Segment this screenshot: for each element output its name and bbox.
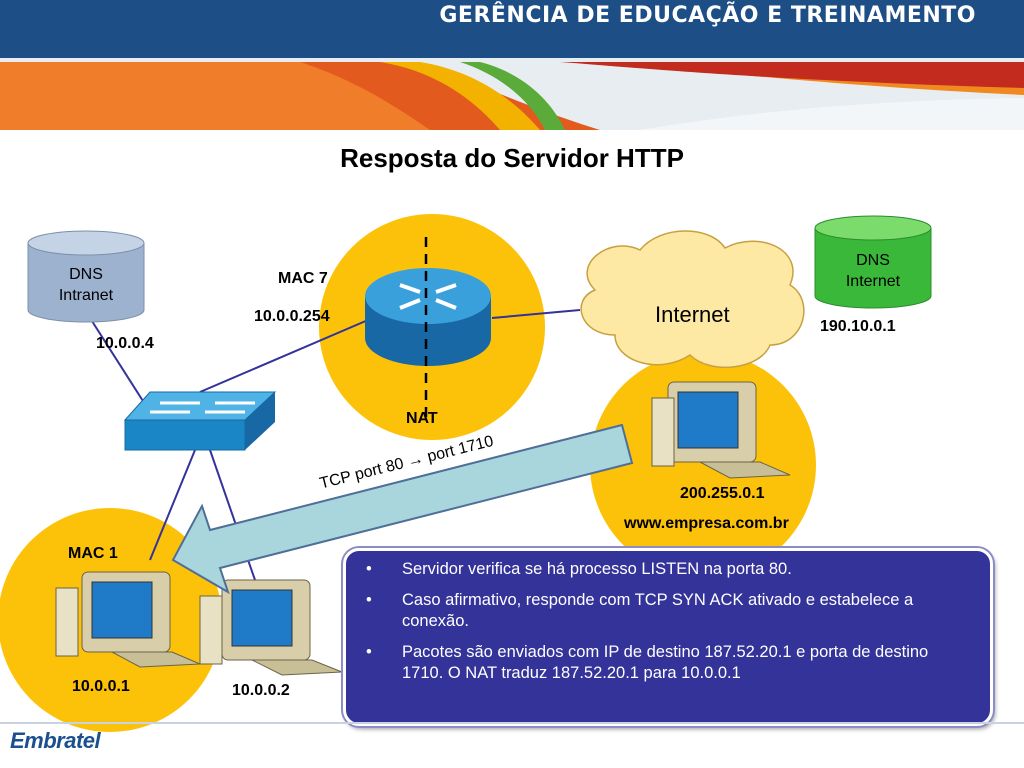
nat-label: NAT: [406, 410, 438, 427]
link-dns-switch: [89, 317, 151, 413]
server-domain-label: www.empresa.com.br: [624, 515, 789, 532]
slide-title: Resposta do Servidor HTTP: [340, 143, 684, 173]
footer-divider: [0, 722, 1024, 724]
link-switch-router: [199, 319, 369, 393]
server-zone: [590, 352, 816, 578]
pc2-computer-icon: [199, 579, 343, 676]
dns-internet-label: DNS Internet: [845, 252, 901, 290]
internet-cloud: [580, 230, 805, 368]
pc2-ip-label: 10.0.0.2: [232, 682, 290, 699]
link-router-internet: [491, 309, 581, 319]
pc1-computer-icon: [55, 571, 201, 668]
response-arrow: [171, 423, 634, 595]
info-bullet-1: Servidor verifica se há processo LISTEN …: [366, 559, 970, 580]
dns-internet-ip: 190.10.0.1: [820, 318, 896, 335]
dns-intranet-ip: 10.0.0.4: [96, 335, 154, 352]
pc1-mac-label: MAC 1: [68, 545, 118, 562]
pc1-ip-label: 10.0.0.1: [72, 678, 130, 695]
header-title: GERÊNCIA DE EDUCAÇÃO E TREINAMENTO: [439, 3, 976, 28]
router-icon: [365, 268, 491, 366]
info-bullet-2: Caso afirmativo, responde com TCP SYN AC…: [366, 590, 970, 632]
info-bullet-list: Servidor verifica se há processo LISTEN …: [346, 551, 990, 684]
dns-intranet-cylinder: [27, 230, 145, 323]
router-ip-label: 10.0.0.254: [254, 308, 330, 325]
embratel-logo: Embratel: [10, 728, 101, 753]
dns-intranet-label: DNS Intranet: [58, 266, 114, 304]
link-switch-pc1: [149, 449, 196, 561]
server-computer-icon: [651, 381, 791, 479]
server-ip-label: 200.255.0.1: [680, 485, 765, 502]
header-banner: [0, 0, 1024, 130]
dns-internet-cylinder: [814, 215, 932, 309]
internet-label: Internet: [655, 302, 730, 327]
info-box: Servidor verifica se há processo LISTEN …: [343, 548, 993, 726]
info-bullet-3: Pacotes são enviados com IP de destino 1…: [366, 642, 970, 684]
router-mac-label: MAC 7: [278, 270, 328, 287]
switch-icon: [123, 391, 277, 451]
